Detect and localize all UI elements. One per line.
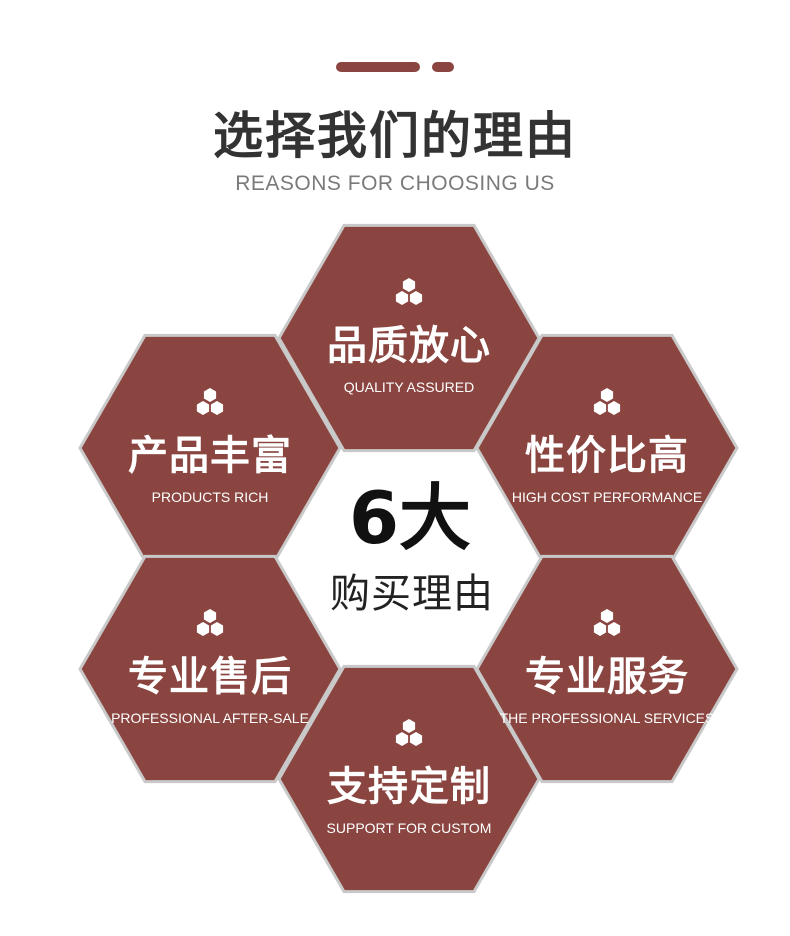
reason-title-2: 产品丰富 [128, 433, 292, 479]
cubes-icon [395, 278, 423, 305]
cubes-icon [196, 609, 224, 636]
reason-title-1: 品质放心 [327, 323, 491, 369]
reason-title-4: 专业售后 [128, 654, 292, 700]
reason-subtitle-2: PRODUCTS RICH [151, 489, 269, 505]
page-title: 选择我们的理由 [213, 107, 577, 165]
page-subtitle: REASONS FOR CHOOSING US [235, 172, 555, 195]
reason-title-6: 支持定制 [327, 764, 491, 810]
cubes-icon [593, 388, 621, 415]
accent-bar-short [432, 62, 454, 72]
reason-subtitle-5: THE PROFESSIONAL SERVICES [499, 710, 715, 726]
center-count: 6大 [348, 476, 472, 560]
cubes-icon [593, 609, 621, 636]
hexagon-1 [277, 223, 541, 453]
cubes-icon [196, 388, 224, 415]
reason-subtitle-3: HIGH COST PERFORMANCE [511, 489, 703, 505]
center-caption: 购买理由 [330, 571, 494, 617]
hexagon-6 [277, 664, 541, 894]
reason-title-5: 专业服务 [525, 654, 689, 700]
reason-subtitle-4: PROFESSIONAL AFTER-SALE [111, 710, 309, 726]
reason-subtitle-6: SUPPORT FOR CUSTOM [326, 820, 492, 836]
reason-subtitle-1: QUALITY ASSURED [343, 379, 475, 395]
hexagon-4 [78, 554, 342, 784]
cubes-icon [395, 719, 423, 746]
reason-title-3: 性价比高 [525, 433, 689, 479]
accent-bar-long [336, 62, 420, 72]
